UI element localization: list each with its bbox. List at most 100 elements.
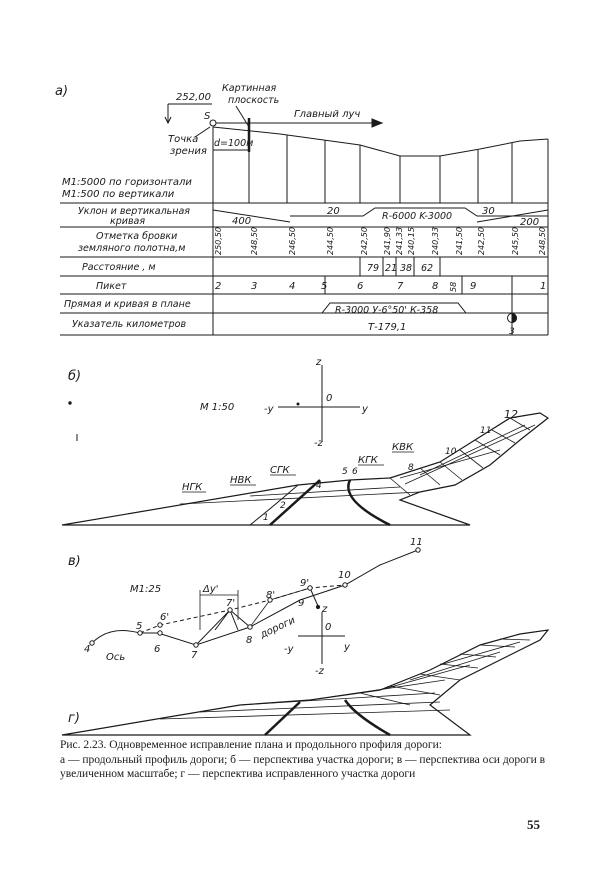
- picket-value: 3: [251, 281, 257, 292]
- row-km-label: Указатель километров: [72, 319, 186, 330]
- picket-values: 2 3 4 5 6 7 8 58 9 1: [215, 281, 546, 292]
- axis-label: 0: [326, 393, 332, 404]
- caption-body: а — продольный профиль дороги; б — персп…: [60, 753, 546, 781]
- row-slope-label-2: кривая: [110, 216, 145, 227]
- picket-value: 5: [321, 281, 327, 292]
- axis-points: [89, 547, 421, 648]
- elevation-values: 250,50 248,50 246,50 244,50 242,50 241,9…: [214, 227, 547, 255]
- elevation-value: 246,50: [288, 227, 297, 255]
- panel-b-label: б): [68, 369, 81, 384]
- edge-line-1: [269, 479, 321, 526]
- picket-value: 7: [397, 281, 404, 292]
- elevation-value: 248,50: [250, 227, 259, 255]
- edge-line-3: [249, 484, 299, 526]
- point-number: 10: [445, 447, 457, 457]
- picture-plane-label-2: плоскость: [228, 95, 279, 106]
- speck: [68, 401, 72, 405]
- axis-label: -z: [315, 666, 325, 677]
- road-grid-d: [159, 638, 531, 720]
- elevation-value: 250,50: [214, 227, 223, 255]
- plan-curve-label: R-3000 У-6°50' К-358: [335, 305, 438, 316]
- edge-line-2: [347, 479, 391, 527]
- panel-b: б) М 1:50 z -у 0 у -z: [61, 357, 550, 527]
- leader-9: [309, 587, 319, 607]
- picket-value: 8: [432, 281, 438, 292]
- axis-word: Ось: [106, 652, 125, 663]
- slope-row-lines: [212, 207, 549, 223]
- distance-value: 62: [421, 263, 433, 274]
- profile-line: [212, 126, 549, 157]
- axis-label: -z: [314, 438, 324, 449]
- panel-a-label: а): [55, 84, 68, 99]
- panel-d-label: г): [68, 711, 80, 726]
- slope-value-5: 200: [520, 217, 539, 228]
- point-label: 6: [154, 644, 160, 655]
- view-point-leader: [194, 126, 211, 138]
- point-label: 4: [84, 644, 90, 655]
- picket-value: 1: [540, 281, 546, 292]
- main-ray-label: Главный луч: [294, 109, 360, 120]
- panel-d: г): [61, 629, 550, 737]
- elevation-value: 242,50: [360, 227, 369, 255]
- road-word: дороги: [258, 615, 298, 641]
- point-label: 9: [298, 598, 304, 609]
- picket-value: 2: [215, 281, 221, 292]
- row-elev-label-1: Отметка бровки: [96, 231, 177, 242]
- distance-values: 79 21 38 62: [367, 263, 433, 274]
- panel-c-label: в): [68, 554, 81, 569]
- leader-line: [235, 105, 250, 128]
- panel-b-axis-labels: z -у 0 у -z: [264, 357, 369, 449]
- corrected-axis-dashed: [139, 584, 346, 634]
- row-dist-label: Расстояние , м: [82, 262, 156, 273]
- edge-line-d2: [343, 699, 391, 737]
- panel-c: в) М1:25 Δу' 4 5 6' 6 7: [68, 537, 423, 677]
- dim-arrow-head: [164, 116, 172, 125]
- axis-label: -у: [264, 404, 275, 415]
- profile-verticals: [212, 127, 549, 335]
- dy-dimension: [199, 590, 239, 630]
- point-label: 8': [266, 590, 275, 601]
- picket-value: 6: [357, 281, 363, 292]
- axis-label: у: [343, 642, 351, 653]
- elevation-value: 240,15: [407, 227, 416, 255]
- distance-value: 21: [385, 263, 397, 274]
- road-perspective-b: [61, 412, 550, 526]
- view-point-label-2: зрения: [170, 146, 207, 157]
- point-number: 8: [408, 463, 414, 473]
- axis-label: у: [361, 404, 369, 415]
- view-point-circle: [209, 119, 217, 127]
- point-label: 7': [226, 598, 235, 609]
- slope-vcurve: R-6000 K-3000: [382, 211, 452, 222]
- axis-label: 0: [325, 622, 331, 633]
- elevation-value: 241,33: [395, 227, 404, 255]
- distance-value: 38: [400, 263, 412, 274]
- elevation-value: 241,90: [383, 227, 392, 255]
- figure-caption: Рис. 2.23. Одновременное исправление пла…: [60, 738, 560, 782]
- slope-value-1: 400: [232, 216, 251, 227]
- dot: [296, 402, 300, 406]
- panel-a: а) 252,00 S Картинная плоскость Главный …: [55, 83, 549, 337]
- road-perspective-d: [61, 629, 550, 736]
- elevation-value: 240,33: [431, 227, 440, 255]
- elevation-value: 244,50: [326, 227, 335, 255]
- row-elev-label-2: земляного полотна,м: [78, 243, 185, 254]
- point-number: 4: [316, 481, 322, 491]
- elevation-value: 242,50: [477, 227, 486, 255]
- mark-label: НВК: [230, 475, 252, 486]
- elevation-value: 241,50: [455, 227, 464, 255]
- row-slope-label-1: Уклон и вертикальная: [78, 206, 190, 217]
- panel-b-marks: НГК НВК СГК КГК КВК: [182, 442, 414, 493]
- dy-label: Δу': [202, 584, 219, 595]
- d-label: d=100м: [214, 138, 253, 149]
- point-label: 9': [300, 578, 309, 589]
- point-number: 5: [342, 467, 348, 477]
- panel-b-numbers: 1 2 4 5 6 8 10 11 12: [263, 408, 518, 523]
- point-label: 10: [338, 570, 351, 581]
- km-mark-number: 3: [509, 327, 515, 337]
- slope-value-4: 30: [482, 206, 495, 217]
- caption-title: Рис. 2.23. Одновременное исправление пла…: [60, 739, 442, 751]
- km-marker-fill: [511, 312, 517, 324]
- panel-c-points: 4 5 6' 6 7 7' 8' 8 9' 9 10 11: [84, 537, 423, 661]
- axis-label: z: [315, 357, 322, 368]
- point-label: 6': [160, 612, 169, 623]
